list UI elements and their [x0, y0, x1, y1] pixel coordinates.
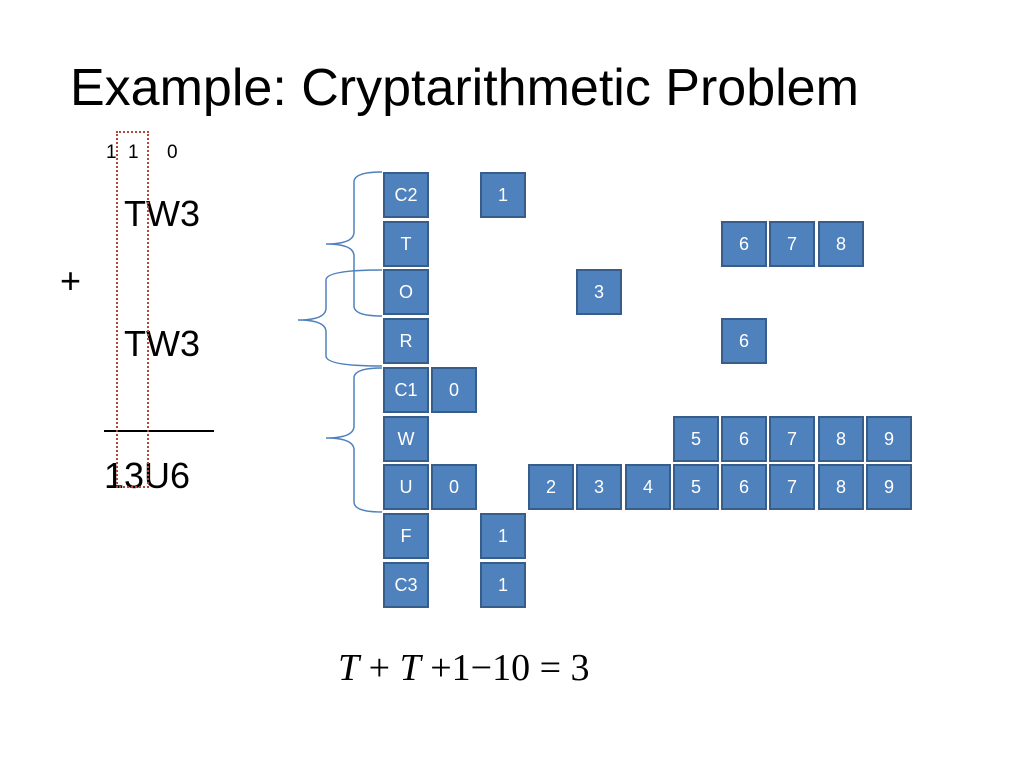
domain-value-cell: 5 [673, 416, 719, 462]
domain-value-cell: 8 [818, 221, 864, 267]
variable-label-w: W [383, 416, 429, 462]
variable-label-c1: C1 [383, 367, 429, 413]
carry-digit-ones: 0 [167, 142, 178, 163]
domain-value-cell: 7 [769, 416, 815, 462]
sum-rule-line [104, 430, 214, 432]
brace-top-icon [325, 171, 383, 317]
variable-label-o: O [383, 269, 429, 315]
highlight-column-box [116, 131, 149, 488]
brace-bottom-icon [325, 367, 383, 513]
domain-value-cell: 2 [528, 464, 574, 510]
domain-value-cell: 6 [721, 318, 767, 364]
domain-value-cell: 0 [431, 464, 477, 510]
operand-2: TW3 [124, 323, 200, 364]
domain-value-cell: 6 [721, 464, 767, 510]
variable-label-u: U [383, 464, 429, 510]
domain-value-cell: 8 [818, 416, 864, 462]
domain-value-cell: 4 [625, 464, 671, 510]
plus-operator: + [60, 260, 82, 301]
operand-1: TW3 [124, 193, 200, 234]
variable-label-c2: C2 [383, 172, 429, 218]
domain-value-cell: 3 [576, 464, 622, 510]
domain-value-cell: 1 [480, 513, 526, 559]
formula-var-t2: T [399, 647, 421, 689]
domain-value-cell: 6 [721, 221, 767, 267]
domain-value-cell: 7 [769, 221, 815, 267]
domain-value-cell: 7 [769, 464, 815, 510]
domain-value-cell: 9 [866, 416, 912, 462]
domain-value-cell: 1 [480, 562, 526, 608]
carry-digit-hundreds: 1 [106, 142, 117, 163]
domain-value-cell: 8 [818, 464, 864, 510]
domain-value-cell: 0 [431, 367, 477, 413]
domain-value-cell: 1 [480, 172, 526, 218]
brace-middle-icon [297, 269, 383, 367]
formula-rest: +1−10 = 3 [430, 647, 590, 689]
variable-label-r: R [383, 318, 429, 364]
domain-value-cell: 9 [866, 464, 912, 510]
slide-title: Example: Cryptarithmetic Problem [70, 59, 859, 117]
formula-var-t1: T [338, 647, 360, 689]
domain-value-cell: 6 [721, 416, 767, 462]
carry-digit-tens: 1 [128, 142, 139, 163]
domain-value-cell: 5 [673, 464, 719, 510]
variable-label-t: T [383, 221, 429, 267]
variable-label-f: F [383, 513, 429, 559]
variable-label-c3: C3 [383, 562, 429, 608]
domain-value-cell: 3 [576, 269, 622, 315]
formula-plus: + [368, 647, 391, 689]
carry-formula: T + T +1−10 = 3 [338, 646, 590, 690]
